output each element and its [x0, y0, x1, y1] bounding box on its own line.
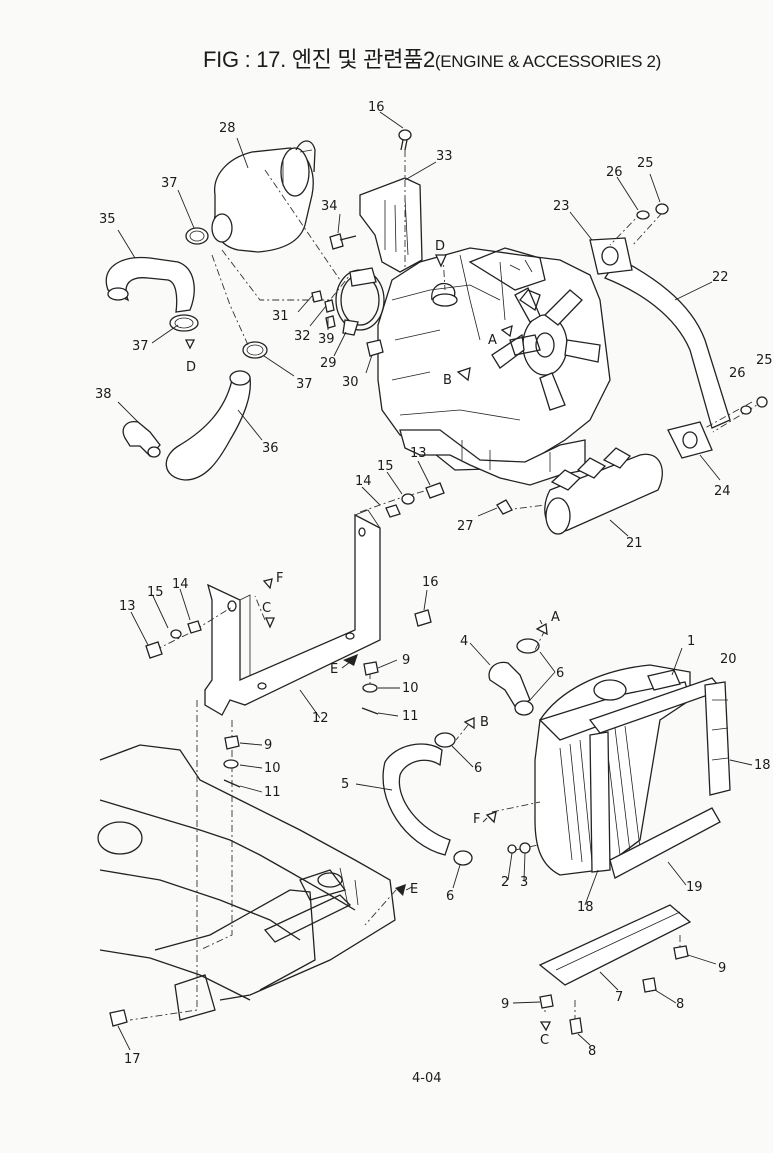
chassis-frame-drawing — [97, 744, 396, 1021]
part-label: 27 — [457, 519, 474, 534]
part-label: 6 — [446, 889, 454, 904]
engine-block-drawing — [377, 247, 611, 486]
part-label: C — [540, 1033, 549, 1048]
part-label: 13 — [410, 446, 427, 461]
part-label: 37 — [132, 339, 149, 354]
part-label: 18 — [577, 900, 594, 915]
exhaust-pipe-drawing — [589, 237, 731, 459]
figure-title: FIG : 17. 엔진 및 관련품2(ENGINE & ACCESSORIES… — [203, 42, 661, 74]
part-label: A — [488, 333, 497, 348]
bracket-33-drawing — [359, 177, 423, 273]
part-label: 8 — [588, 1044, 596, 1059]
part-label: 17 — [124, 1052, 141, 1067]
mounting-band-drawing — [335, 267, 385, 336]
part-label: 25 — [637, 156, 654, 171]
part-label: 26 — [729, 366, 746, 381]
part-label: B — [480, 715, 489, 730]
fasteners-drawing — [109, 129, 768, 1035]
part-label: 2 — [501, 875, 509, 890]
muffler-drawing — [544, 447, 663, 535]
part-label: 32 — [294, 329, 311, 344]
part-label: 10 — [402, 681, 419, 696]
part-label: 36 — [262, 441, 279, 456]
part-label: 4 — [460, 634, 468, 649]
part-label: D — [435, 239, 445, 254]
part-label: 5 — [341, 777, 349, 792]
part-label: E — [330, 662, 338, 677]
part-label: 10 — [264, 761, 281, 776]
part-label: 9 — [264, 738, 272, 753]
part-label: F — [473, 812, 480, 827]
part-label: 6 — [474, 761, 482, 776]
part-label: 31 — [272, 309, 289, 324]
hose-38-drawing — [122, 421, 161, 458]
part-label: 15 — [147, 585, 164, 600]
part-label: 16 — [368, 100, 385, 115]
part-label: 35 — [99, 212, 116, 227]
figure-title-english: (ENGINE & ACCESSORIES 2) — [434, 52, 662, 71]
part-label: 14 — [355, 474, 372, 489]
part-label: 30 — [342, 375, 359, 390]
part-label: 14 — [172, 577, 189, 592]
part-label: 9 — [501, 997, 509, 1012]
page-number: 4-04 — [412, 1071, 442, 1086]
part-label: 25 — [756, 353, 773, 368]
part-label: C — [262, 601, 271, 616]
part-label: 1 — [687, 634, 695, 649]
part-label: 9 — [402, 653, 410, 668]
part-label: 8 — [676, 997, 684, 1012]
radiator-clamps-drawing — [434, 638, 540, 866]
part-label: 21 — [626, 536, 643, 551]
part-label: 11 — [264, 785, 281, 800]
part-label: E — [410, 882, 418, 897]
part-label: 19 — [686, 880, 703, 895]
hose-35-drawing — [105, 256, 195, 313]
part-label: 29 — [320, 356, 337, 371]
part-label: 13 — [119, 599, 136, 614]
part-label: 16 — [422, 575, 439, 590]
hose-5-drawing — [382, 743, 451, 856]
part-label: 7 — [615, 990, 623, 1005]
part-label: 15 — [377, 459, 394, 474]
part-label: D — [186, 360, 196, 375]
part-label: 26 — [606, 165, 623, 180]
part-label: 37 — [161, 176, 178, 191]
bracket-12-drawing — [204, 509, 381, 716]
part-label: 20 — [720, 652, 737, 667]
part-label: 9 — [718, 961, 726, 976]
part-label: 28 — [219, 121, 236, 136]
part-label: 3 — [520, 875, 528, 890]
figure-title-korean: FIG : 17. 엔진 및 관련품2 — [203, 47, 435, 72]
part-label: 12 — [312, 711, 329, 726]
part-label: 38 — [95, 387, 112, 402]
part-label: 24 — [714, 484, 731, 499]
hose-clamps-drawing — [169, 227, 268, 359]
part-label: 23 — [553, 199, 570, 214]
part-label: 11 — [402, 709, 419, 724]
radiator-drawing — [534, 664, 731, 986]
part-label: A — [551, 610, 560, 625]
part-label: 6 — [556, 666, 564, 681]
part-label: 39 — [318, 332, 335, 347]
part-label: B — [443, 373, 452, 388]
part-label: 37 — [296, 377, 313, 392]
hose-36-drawing — [165, 370, 251, 481]
part-label: 34 — [321, 199, 338, 214]
cooling-fan-drawing — [491, 287, 601, 411]
part-label: F — [276, 571, 283, 586]
part-label: 22 — [712, 270, 729, 285]
leader-lines — [117, 111, 753, 1051]
air-cleaner-drawing — [211, 140, 316, 253]
part-number-labels: 16 28 33 37 35 34 D 26 25 23 22 31 32 39… — [95, 100, 773, 1067]
part-label: 33 — [436, 149, 453, 164]
part-label: 18 — [754, 758, 771, 773]
